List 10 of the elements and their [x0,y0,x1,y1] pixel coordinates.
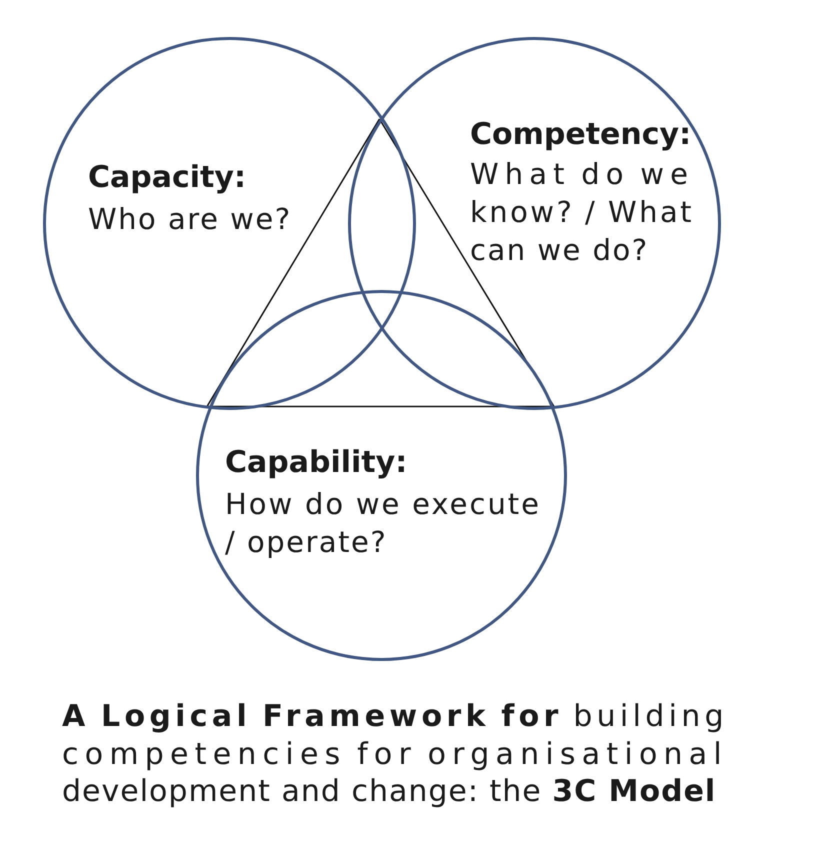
circle-text: How do we execute / operate? [225,486,542,561]
circle-text: What do we know? / What can we do? [470,156,696,269]
venn-circle [348,36,720,410]
venn-circle [196,290,566,660]
circle-heading: Capacity: [88,160,246,196]
venn-circle [42,36,416,410]
circle-heading: Competency: [470,117,692,153]
figure-caption: A Logical Framework for building competencies for organisational development and change: the 3C Model [62,698,729,810]
circle-heading: Capability: [225,445,408,481]
circle-text: Who are we? [88,201,293,238]
